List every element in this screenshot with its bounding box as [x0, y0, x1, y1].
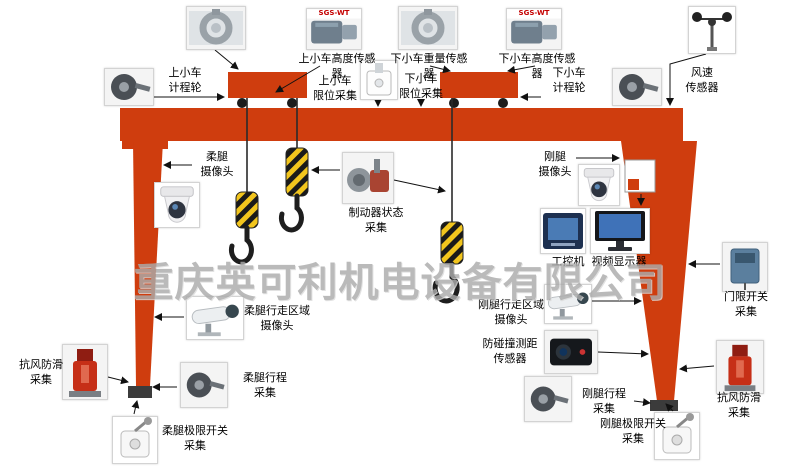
label-anti-wind-right: 抗风防滑 采集: [717, 391, 761, 419]
label-upper-trolley-odometer: 上小车 计程轮: [168, 66, 202, 94]
flexible-leg: [133, 141, 163, 386]
label-flexible-leg-area-camera: 柔腿行走区域 摄像头: [244, 304, 310, 332]
label-upper-trolley-height-sensor: 上小车高度传感器: [298, 52, 376, 80]
anti-collision-sensor-photo: [544, 330, 598, 374]
flexible-leg-limit-switch-photo: [112, 416, 158, 464]
hook-3: [432, 261, 460, 304]
label-video-display: 视频显示器: [591, 255, 647, 268]
hook-1: [228, 225, 254, 265]
hook-block-3: [440, 221, 464, 265]
label-brake-status: 制动器状态 采集: [348, 206, 404, 234]
door-limit-switch-photo: [722, 242, 768, 292]
lower-trolley-odometer-photo: [612, 68, 662, 106]
anti-wind-left-photo: [62, 344, 108, 400]
label-door-limit-switch: 门限开关 采集: [724, 290, 768, 318]
flexible-leg-camera-photo: [154, 182, 200, 228]
gantry-structure: [120, 72, 697, 411]
rigid-leg: [621, 141, 697, 401]
label-lower-trolley-height-sensor: 下小车高度传感器: [498, 52, 576, 80]
rigid-leg-limit-switch-photo: [654, 412, 700, 460]
rigid-leg-area-camera-photo: [544, 284, 592, 324]
label-upper-trolley-limit: 上小车 限位采集: [313, 74, 357, 102]
label-rigid-leg-area-camera: 刚腿行走区域 摄像头: [478, 298, 544, 326]
label-flexible-leg-camera: 柔腿 摄像头: [200, 150, 234, 178]
weight-sensor-photo-1: SGS-WT: [306, 8, 362, 50]
rigid-leg-base: [650, 400, 678, 411]
label-lower-trolley-odometer: 下小车 计程轮: [552, 66, 586, 94]
trolley-limit-switch-photo: [360, 60, 398, 100]
connector-arrows: [107, 49, 720, 415]
brake-photo: [342, 152, 394, 204]
label-flexible-leg-travel: 柔腿行程 采集: [243, 371, 287, 399]
label-flexible-leg-limit-switch: 柔腿极限开关 采集: [162, 424, 228, 452]
wind-speed-sensor-photo: [688, 6, 736, 54]
label-lower-trolley-weight-sensor: 下小车重量传感器: [390, 52, 468, 80]
video-display-photo: [590, 208, 650, 254]
label-rigid-leg-travel: 刚腿行程 采集: [582, 387, 626, 415]
lower-trolley-height-sensor-photo: [398, 6, 458, 50]
flexible-leg-travel-photo: [180, 362, 228, 408]
label-industrial-computer: 工控机: [551, 255, 585, 268]
upper-trolley-odometer-photo: [104, 68, 154, 106]
label-rigid-leg-camera: 刚腿 摄像头: [538, 150, 572, 178]
upper-trolley: [228, 72, 307, 98]
hook-2: [278, 193, 304, 233]
flexible-leg-base: [128, 386, 152, 398]
lower-trolley: [440, 72, 518, 98]
industrial-computer-photo: [540, 208, 586, 254]
crane-beam: [120, 108, 683, 141]
label-anti-collision-sensor: 防碰撞测距 传感器: [482, 337, 538, 365]
label-wind-speed-sensor: 风速 传感器: [685, 66, 719, 94]
label-anti-wind-left: 抗风防滑 采集: [19, 358, 63, 386]
hook-block-2: [285, 147, 309, 197]
sensor-model-badge: SGS-WT: [318, 9, 350, 17]
sensor-model-badge: SGS-WT: [518, 9, 550, 17]
rigid-leg-travel-photo: [524, 376, 572, 422]
label-rigid-leg-limit-switch: 刚腿极限开关 采集: [600, 417, 666, 445]
upper-trolley-height-sensor-photo: [186, 6, 246, 50]
rigid-leg-camera-photo: [578, 164, 620, 206]
anti-wind-right-photo: [716, 340, 764, 394]
label-lower-trolley-limit: 下小车 限位采集: [399, 72, 443, 100]
weight-sensor-photo-2: SGS-WT: [506, 8, 562, 50]
flexible-leg-area-camera-photo: [186, 296, 244, 340]
hook-block-1: [235, 191, 259, 229]
